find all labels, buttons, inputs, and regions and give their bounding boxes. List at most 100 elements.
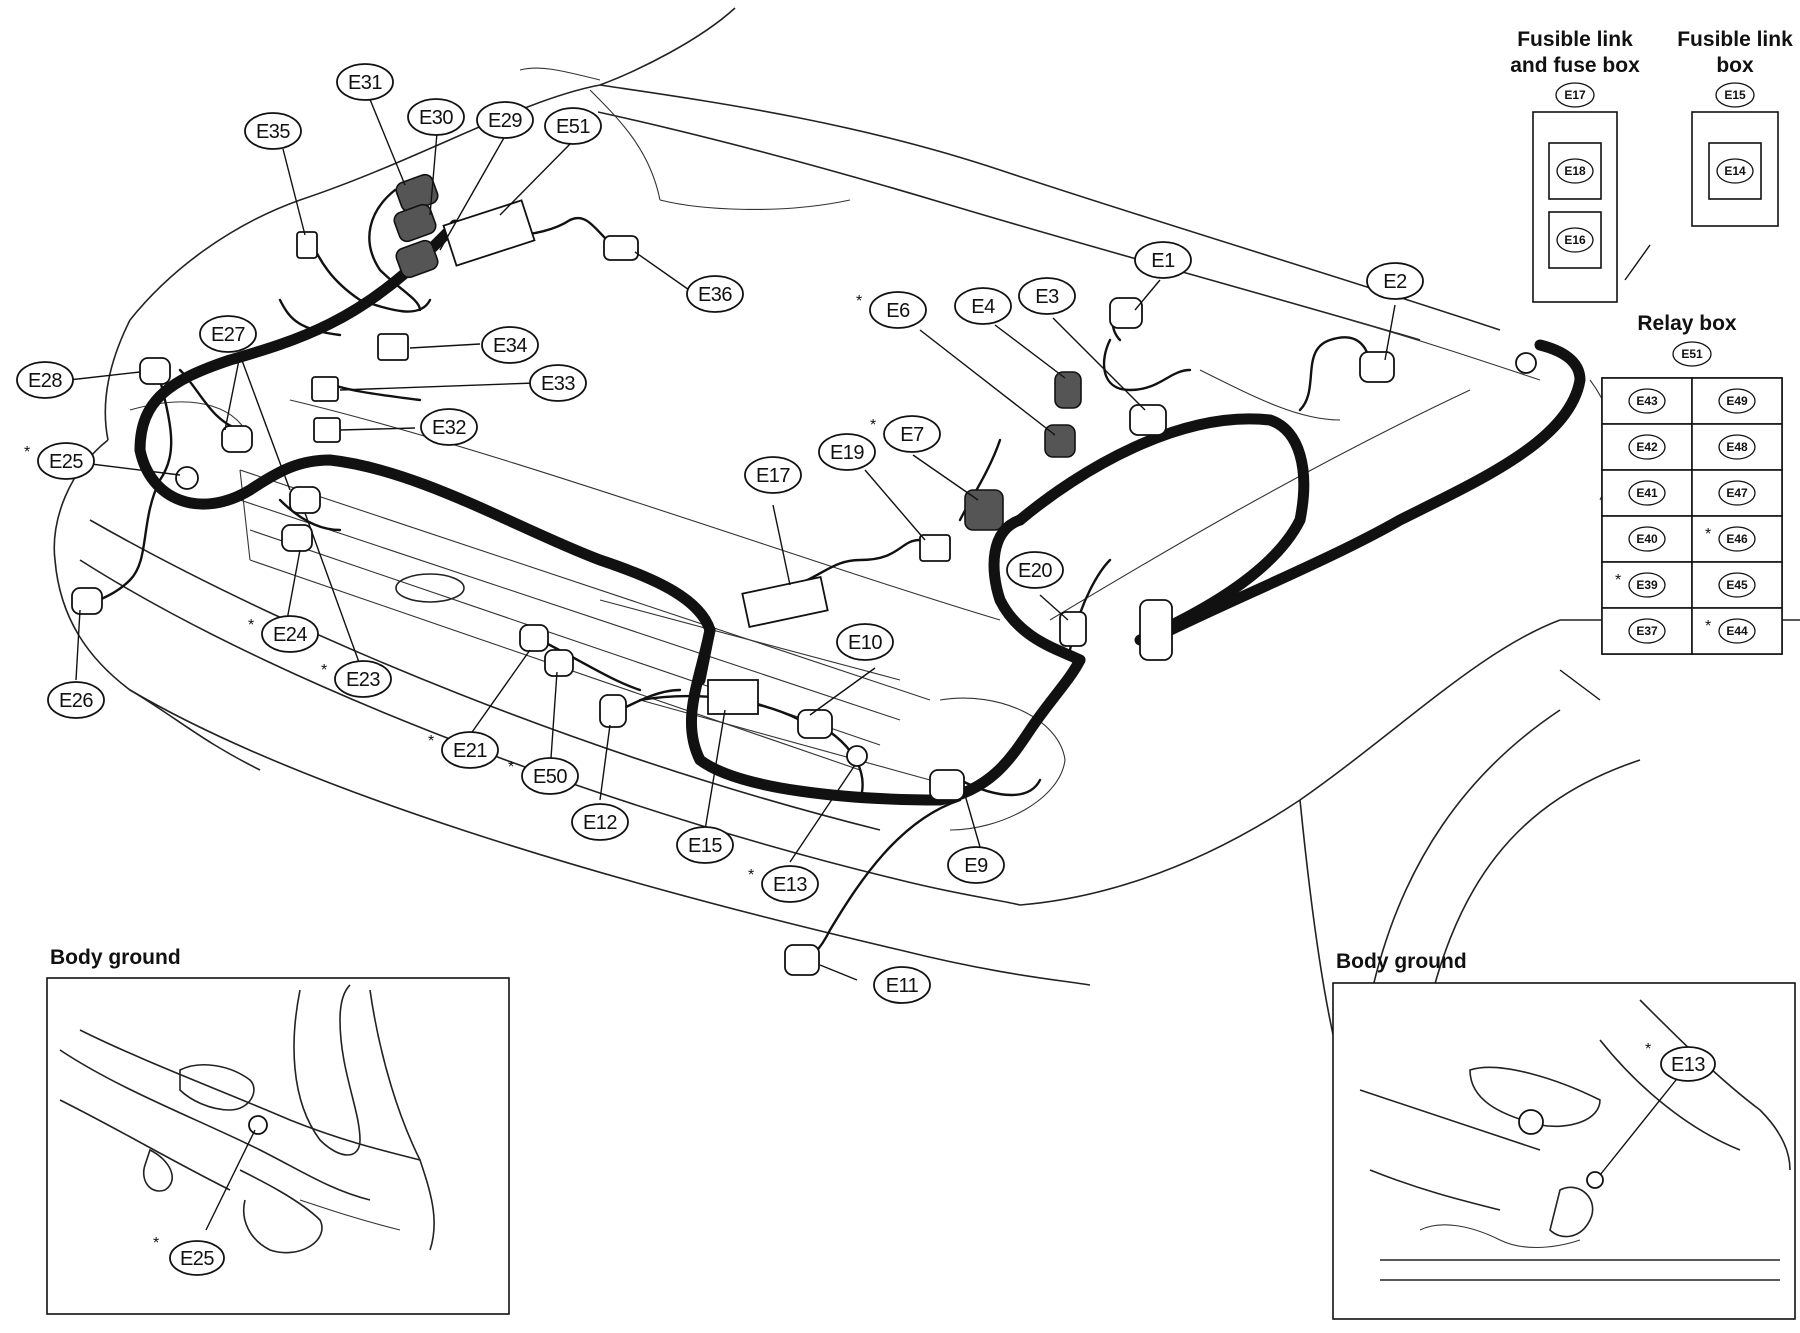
starred-marker: * bbox=[428, 733, 434, 750]
connector-tag-label: E4 bbox=[971, 296, 995, 318]
inset-left-heading: Body ground bbox=[50, 946, 181, 969]
connector-e6 bbox=[1044, 424, 1076, 458]
fuse-box-heading-2: and fuse box bbox=[1510, 54, 1640, 77]
connector-tag-shape bbox=[199, 315, 257, 353]
connector-tag-label: E26 bbox=[59, 690, 93, 712]
relay-cell-tag bbox=[1718, 618, 1756, 644]
clip-e20 bbox=[1139, 599, 1173, 661]
relay-cell-tag bbox=[1628, 388, 1666, 414]
connector-e36 bbox=[603, 235, 639, 261]
connector-e34 bbox=[377, 333, 409, 361]
relay-cell-label: E45 bbox=[1726, 578, 1748, 592]
connector-tag-label: E1 bbox=[1151, 250, 1175, 272]
connector-tag-shape bbox=[47, 681, 105, 719]
relay-cell-tag bbox=[1628, 572, 1666, 598]
connector-tag-shape bbox=[1018, 277, 1076, 315]
relay-cell-label: E46 bbox=[1726, 532, 1748, 546]
inset-right-tag bbox=[1660, 1046, 1716, 1082]
connector-tag-label: E11 bbox=[886, 975, 919, 997]
connector-tag-label: E32 bbox=[432, 417, 466, 439]
connector-e27 bbox=[221, 425, 253, 453]
connector-e13 bbox=[846, 745, 868, 767]
connector-tag-label: E21 bbox=[453, 740, 487, 762]
inset-right-star: * bbox=[1645, 1041, 1651, 1058]
relay-cell-label: E37 bbox=[1636, 624, 1658, 638]
connector-e33 bbox=[311, 376, 339, 402]
starred-marker: * bbox=[993, 553, 999, 570]
relay-box-main-tag bbox=[1672, 341, 1712, 367]
inset-left-tag bbox=[169, 1240, 225, 1276]
starred-marker: * bbox=[321, 662, 327, 679]
connector-e32 bbox=[313, 417, 341, 443]
connector-tag-e3: E3 bbox=[1018, 277, 1076, 315]
svg-text:E51: E51 bbox=[1681, 347, 1703, 361]
svg-text:E14: E14 bbox=[1724, 164, 1746, 178]
connector-e7 bbox=[964, 489, 1004, 531]
fuse-block-e51 bbox=[442, 199, 536, 267]
connector-tag-shape bbox=[818, 433, 876, 471]
relay-cell-label: E44 bbox=[1726, 624, 1748, 638]
fuse-box-heading-1: Fusible link bbox=[1517, 28, 1633, 51]
leader-lines bbox=[66, 96, 1651, 981]
connector-e30 bbox=[393, 203, 437, 243]
connector-e26 bbox=[71, 587, 103, 615]
connector-tag-e35: E35 bbox=[244, 112, 302, 150]
connector-tag-e29: E29 bbox=[476, 101, 534, 139]
connector-tag-e32: E32 bbox=[420, 408, 478, 446]
connector-e35 bbox=[296, 231, 318, 259]
connector-tag-shape bbox=[761, 865, 819, 903]
connector-e3 bbox=[1129, 404, 1167, 436]
main-harness bbox=[134, 219, 1586, 806]
inset-left-frame bbox=[46, 977, 510, 1315]
connector-tag-shape bbox=[1134, 241, 1192, 279]
inset-right-frame bbox=[1332, 982, 1796, 1320]
svg-text:E25: E25 bbox=[180, 1248, 214, 1270]
connector-e12 bbox=[599, 694, 627, 728]
connector-e19 bbox=[919, 534, 951, 562]
connector-tag-e51: E51 bbox=[544, 107, 602, 145]
starred-marker: * bbox=[748, 867, 754, 884]
connector-tag-label: E34 bbox=[493, 335, 527, 357]
connector-tag-label: E36 bbox=[698, 284, 732, 306]
relay-cell-label: E39 bbox=[1636, 578, 1658, 592]
connector-e28 bbox=[139, 357, 171, 385]
relay-cell-tag bbox=[1718, 480, 1756, 506]
connector-tag-shape bbox=[836, 623, 894, 661]
svg-text:E18: E18 bbox=[1564, 164, 1586, 178]
connector-tag-shape bbox=[954, 287, 1012, 325]
connector-tag-shape bbox=[883, 415, 941, 453]
connector-e10 bbox=[797, 709, 833, 739]
connector-e20 bbox=[1059, 611, 1087, 647]
connector-tag-e2: E2 bbox=[1366, 262, 1424, 300]
connector-tag-label: E6 bbox=[886, 300, 910, 322]
connector-tag-shape bbox=[873, 966, 931, 1004]
relay-cell-star: * bbox=[1705, 618, 1711, 635]
connector-tag-shape bbox=[744, 456, 802, 494]
body-ground-inset-right: Body ground * E13 bbox=[1332, 950, 1796, 1320]
connector-tag-e34: E34 bbox=[481, 326, 539, 364]
relay-cell-tag bbox=[1718, 572, 1756, 598]
relay-cell-tag bbox=[1628, 480, 1666, 506]
connector-tag-label: E19 bbox=[830, 442, 864, 464]
link-box-heading-1: Fusible link bbox=[1677, 28, 1793, 51]
connector-e50 bbox=[544, 649, 574, 677]
starred-marker: * bbox=[856, 293, 862, 310]
connector-tag-e24: E24* bbox=[248, 615, 319, 653]
inset-left-ground-bolt bbox=[248, 1115, 268, 1135]
svg-text:E15: E15 bbox=[1724, 88, 1746, 102]
relay-cell-star: * bbox=[1615, 572, 1621, 589]
relay-cell-tag bbox=[1628, 618, 1666, 644]
connector-tag-e7: E7* bbox=[870, 415, 941, 453]
connector-tag-e6: E6 * bbox=[856, 291, 927, 329]
ground-terminal bbox=[1515, 352, 1537, 374]
fusible-link-fuse-box: Fusible link and fuse box E17 E18 E16 bbox=[1510, 28, 1640, 303]
relay-cell-tag bbox=[1718, 526, 1756, 552]
connector-e29 bbox=[395, 239, 439, 279]
connector-tag-e23: E23* bbox=[321, 660, 392, 698]
connector-tag-e31: E31 bbox=[336, 63, 394, 101]
connector-tag-e17: E17 bbox=[744, 456, 802, 494]
connector-tag-shape bbox=[1366, 262, 1424, 300]
body-ground-inset-left: Body ground * E25 bbox=[46, 946, 510, 1315]
connector-e9 bbox=[929, 769, 965, 801]
